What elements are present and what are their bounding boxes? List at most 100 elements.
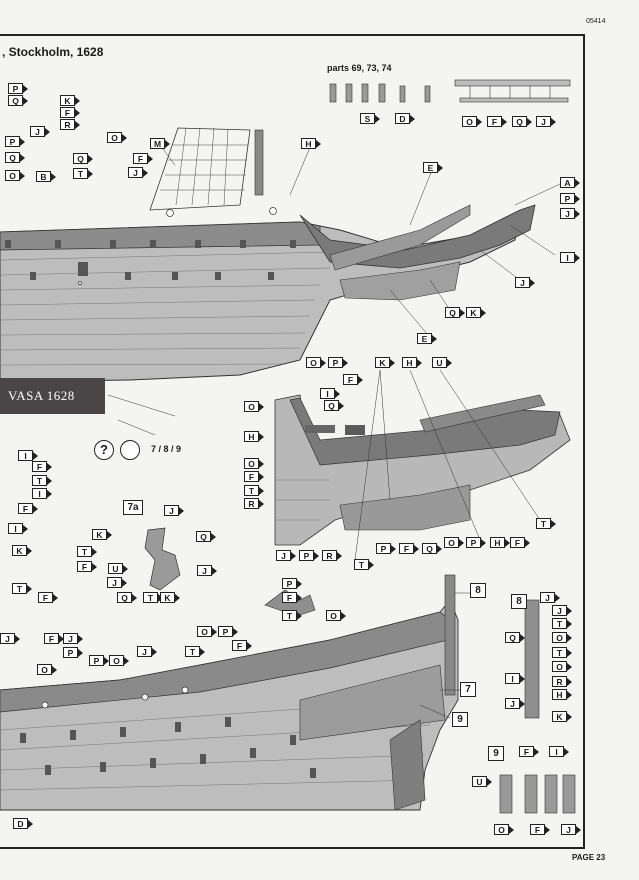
callout: P <box>5 136 25 147</box>
callout: F <box>399 543 419 554</box>
callout: E <box>423 162 443 173</box>
callout: O <box>37 664 57 675</box>
callout: Q <box>5 152 25 163</box>
callout: P <box>328 357 348 368</box>
leader-lines <box>107 139 561 719</box>
callout: K <box>552 711 572 722</box>
callout: P <box>63 647 83 658</box>
callout: F <box>244 471 264 482</box>
bow-detail-drawing <box>274 394 571 546</box>
callout: R <box>244 498 264 509</box>
page-code: 05414 <box>586 18 606 25</box>
callout: T <box>552 647 572 658</box>
callout: J <box>552 605 572 616</box>
callout: O <box>326 610 346 621</box>
mast-detail-8 <box>524 599 540 719</box>
callout: U <box>472 776 492 787</box>
callout: T <box>282 610 302 621</box>
callout: F <box>44 633 64 644</box>
callout: Q <box>445 307 465 318</box>
callout: E <box>417 333 437 344</box>
callout: F <box>133 153 153 164</box>
callout: J <box>515 277 535 288</box>
callout: M <box>150 138 170 149</box>
callout: Q <box>117 592 137 603</box>
parts-illustration <box>329 79 571 103</box>
plaque-text: VASA 1628 <box>8 388 75 403</box>
callout: P <box>560 193 580 204</box>
paint-icon <box>120 440 140 460</box>
parts-note: parts 69, 73, 74 <box>327 63 392 73</box>
callout: R <box>60 119 80 130</box>
callout: O <box>552 632 572 643</box>
callout: I <box>8 523 28 534</box>
top-hull-drawing <box>0 127 536 383</box>
callout: F <box>38 592 58 603</box>
callout: R <box>552 676 572 687</box>
callout: F <box>282 592 302 603</box>
subassembly-7a-drawing <box>144 527 181 591</box>
question-icon: ? <box>94 440 114 460</box>
callout: I <box>18 450 38 461</box>
callout: P <box>466 537 486 548</box>
callout: O <box>462 116 482 127</box>
step-label-7a: 7a <box>123 500 143 515</box>
callout: O <box>244 401 264 412</box>
callout: T <box>536 518 556 529</box>
callout: J <box>128 167 148 178</box>
callout: T <box>552 618 572 629</box>
callout: F <box>487 116 507 127</box>
callout: J <box>276 550 296 561</box>
name-plaque <box>0 378 105 414</box>
detail-9-drawing <box>499 774 576 814</box>
callout: Q <box>422 543 442 554</box>
callout: P <box>376 543 396 554</box>
callout: Q <box>512 116 532 127</box>
step-references: 7 / 8 / 9 <box>151 444 182 454</box>
callout: B <box>36 171 56 182</box>
callout: I <box>32 488 52 499</box>
callout: O <box>306 357 326 368</box>
callout: A <box>560 177 580 188</box>
callout: D <box>395 113 415 124</box>
callout: H <box>490 537 510 548</box>
step-label-8-detail: 8 <box>511 594 527 609</box>
callout: O <box>109 655 129 666</box>
page-number: PAGE 23 <box>572 853 606 862</box>
callout: F <box>510 537 530 548</box>
callout: Q <box>8 95 28 106</box>
callout: P <box>218 626 238 637</box>
callout: H <box>552 689 572 700</box>
callout: H <box>244 431 264 442</box>
callout: O <box>5 170 25 181</box>
callout: J <box>0 633 20 644</box>
callout: O <box>444 537 464 548</box>
callout: K <box>92 529 112 540</box>
callout: P <box>89 655 109 666</box>
callout: F <box>519 746 539 757</box>
callout: K <box>160 592 180 603</box>
callout: U <box>432 357 452 368</box>
callout: K <box>12 545 32 556</box>
callout: S <box>360 113 380 124</box>
callout: K <box>60 95 80 106</box>
callout: Q <box>505 632 525 643</box>
callout: T <box>354 559 374 570</box>
callout: F <box>232 640 252 651</box>
callout: J <box>164 505 184 516</box>
callout: O <box>552 661 572 672</box>
callout: T <box>12 583 32 594</box>
callout: T <box>143 592 163 603</box>
callout: O <box>107 132 127 143</box>
callout: K <box>466 307 486 318</box>
callout: I <box>560 252 580 263</box>
callout: K <box>375 357 395 368</box>
callout: T <box>32 475 52 486</box>
step-label-9-detail: 9 <box>488 746 504 761</box>
callout: P <box>299 550 319 561</box>
callout: J <box>536 116 556 127</box>
callout: F <box>32 461 52 472</box>
page-title: , Stockholm, 1628 <box>2 45 104 59</box>
callout: J <box>560 208 580 219</box>
callout: F <box>77 561 97 572</box>
